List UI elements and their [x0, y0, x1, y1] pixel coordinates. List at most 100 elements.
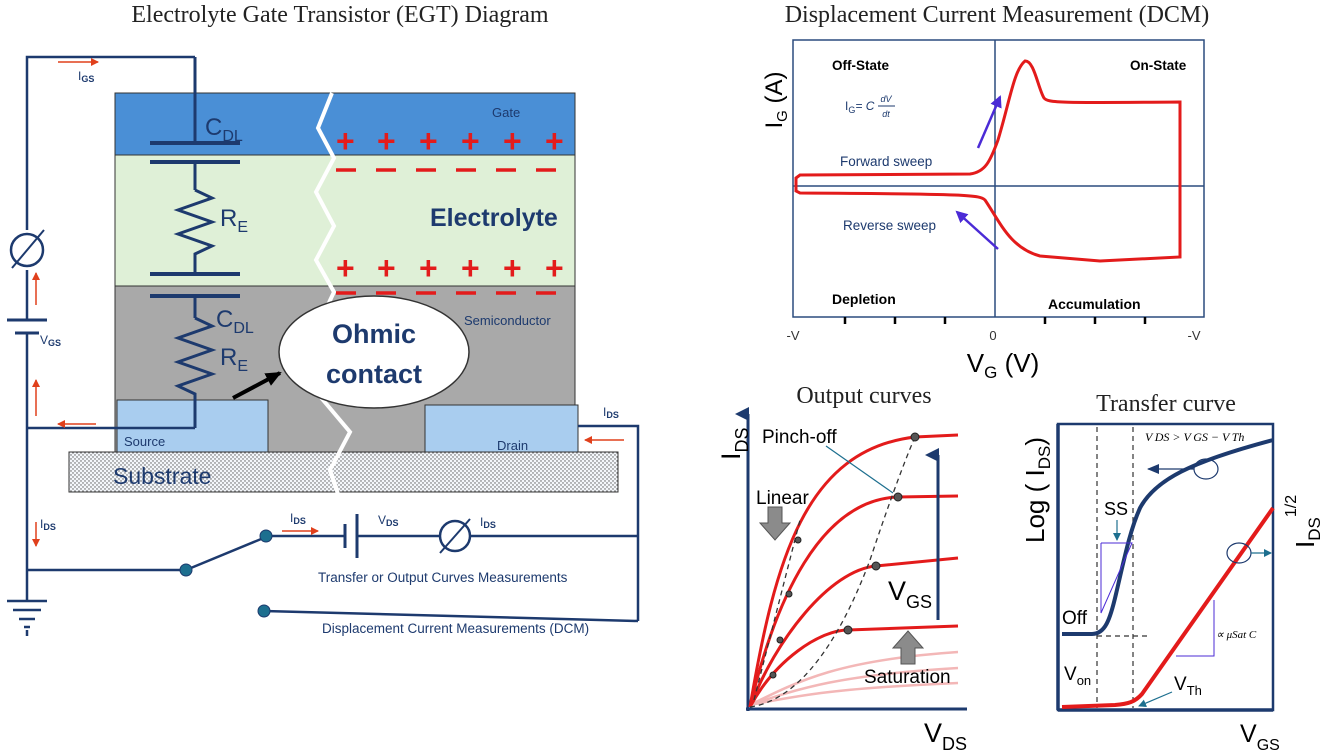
pinch-off-locus [749, 436, 916, 708]
cdl-label-top: CDL [205, 114, 243, 145]
output-x-axis-label: VDS [924, 718, 967, 754]
plus-charges-bottom: + + + + + + [336, 250, 564, 286]
svg-text:IG= C: IG= C [845, 99, 875, 115]
saturation-up-arrow-icon [891, 630, 925, 665]
svg-text:CDL: CDL [216, 306, 254, 337]
dcm-tick-left: -V [787, 328, 800, 343]
dcm-title: Displacement Current Measurement (DCM) [785, 2, 1210, 28]
egt-title: Electrolyte Gate Transistor (EGT) Diagra… [131, 2, 549, 28]
switch-terminal-transfer [259, 529, 273, 543]
forward-sweep-arrow [976, 95, 1002, 149]
plus-charges-top: + + + + + + [336, 123, 564, 159]
plus-charge: + [377, 250, 396, 286]
transfer-curve: Transfer curve V DS > V GS − V Th SS Off… [1020, 391, 1324, 754]
ammeter-gate-icon [9, 229, 45, 269]
source-electrode [116, 399, 269, 453]
linear-guide [753, 519, 801, 701]
dcm-depletion: Depletion [832, 291, 896, 307]
dcm-reverse-sweep: Reverse sweep [843, 218, 936, 233]
drain-label: Drain [497, 438, 528, 453]
gate-label: Gate [492, 105, 520, 120]
ids-label-meter: IDS [480, 515, 496, 530]
svg-text:dt: dt [882, 109, 890, 119]
egt-diagram: Electrolyte Gate Transistor (EGT) Diagra… [7, 2, 640, 636]
off-label: Off [1062, 608, 1088, 629]
linear-label: Linear [756, 488, 809, 509]
drain-electrode [424, 404, 579, 454]
svg-text:RE: RE [220, 344, 248, 375]
plus-charge: + [336, 123, 355, 159]
dcm-curve [794, 59, 1182, 263]
sqrt-ids-curve [1061, 506, 1275, 709]
semiconductor-label: Semiconductor [464, 313, 551, 328]
ammeter-drain-icon [438, 518, 472, 554]
ids-label-switch: IDS [290, 511, 306, 526]
dcm-forward-sweep: Forward sweep [840, 154, 932, 169]
dcm-tick-mid: 0 [989, 328, 996, 343]
von-label: Von [1064, 664, 1091, 688]
ground-icon [7, 599, 47, 636]
svg-text:RE: RE [220, 205, 248, 236]
dcm-off-state: Off-State [832, 58, 889, 73]
plus-charge: + [336, 250, 355, 286]
plus-charge: + [461, 123, 480, 159]
dcm-tick-right: -V [1188, 328, 1201, 343]
mobility-label: ∝ μSat C [1216, 629, 1257, 641]
electrolyte-label: Electrolyte [430, 204, 558, 232]
plus-charge: + [503, 123, 522, 159]
switch-pivot [179, 563, 193, 577]
mobility-slope-guide [1176, 600, 1215, 657]
source-label: Source [124, 434, 165, 449]
vds-label: VDS [378, 513, 399, 528]
plus-charge: + [377, 123, 396, 159]
ids-label-drain: IDS [603, 405, 619, 420]
transfer-x-axis-label: VGS [1240, 720, 1280, 754]
equivalent-circuit [150, 57, 240, 428]
vds-condition: V DS > V GS − V Th [1145, 430, 1244, 444]
igs-label: IGS [78, 69, 94, 84]
dcm-on-state: On-State [1130, 58, 1187, 73]
dcm-plot-frame [792, 39, 1205, 318]
dcm-accumulation: Accumulation [1048, 296, 1141, 312]
dcm-plot: Displacement Current Measurement (DCM) O… [761, 2, 1209, 382]
plus-charge: + [503, 250, 522, 286]
pinch-off-points [769, 432, 920, 679]
switch-terminal-dcm [257, 604, 271, 618]
transfer-plot-frame [1056, 422, 1275, 712]
substrate-layer [68, 451, 619, 493]
ohmic-contact-line2: contact [326, 359, 422, 389]
ss-slope-guide [1100, 542, 1133, 614]
svg-text:dV: dV [880, 94, 892, 104]
plus-charge: + [545, 250, 564, 286]
vgs-label: VGS [888, 576, 932, 612]
plus-charge: + [419, 250, 438, 286]
cdl-label-bottom: CDL [216, 306, 254, 337]
ohmic-pointer-arrow [232, 371, 282, 400]
dcm-ticks [843, 317, 1147, 324]
ids-label-left: IDS [40, 517, 56, 532]
pinch-off-label: Pinch-off [762, 427, 837, 448]
output-y-axis-label: IDS [716, 427, 752, 460]
transfer-title: Transfer curve [1096, 391, 1236, 417]
vth-pointer [1138, 691, 1173, 707]
transfer-y-axis-right-label: IDS1/2 [1283, 495, 1324, 548]
dcm-y-axis-label: IG (A) [761, 71, 791, 128]
transfer-y-axis-left-label: Log ( IDS) [1020, 437, 1054, 543]
log-ids-curve [1062, 438, 1274, 636]
plus-charge: + [419, 123, 438, 159]
external-wiring [25, 55, 640, 623]
vgs-label: VGS [40, 333, 61, 348]
dcm-caption: Displacement Current Measurements (DCM) [322, 621, 589, 636]
dcm-x-axis-label: VG (V) [967, 348, 1039, 382]
ohmic-contact-line1: Ohmic [332, 319, 416, 349]
reverse-sweep-arrow [955, 210, 999, 250]
linear-down-arrow-icon [758, 506, 792, 541]
substrate-label: Substrate [113, 463, 211, 489]
break-line [313, 92, 353, 501]
vth-label: VTh [1174, 674, 1202, 698]
re-label-bottom: RE [220, 344, 248, 375]
current-arrows [32, 58, 624, 547]
output-curves: Output curves Pinch-off Linear VGS Satur… [716, 383, 967, 754]
plus-charge: + [461, 250, 480, 286]
